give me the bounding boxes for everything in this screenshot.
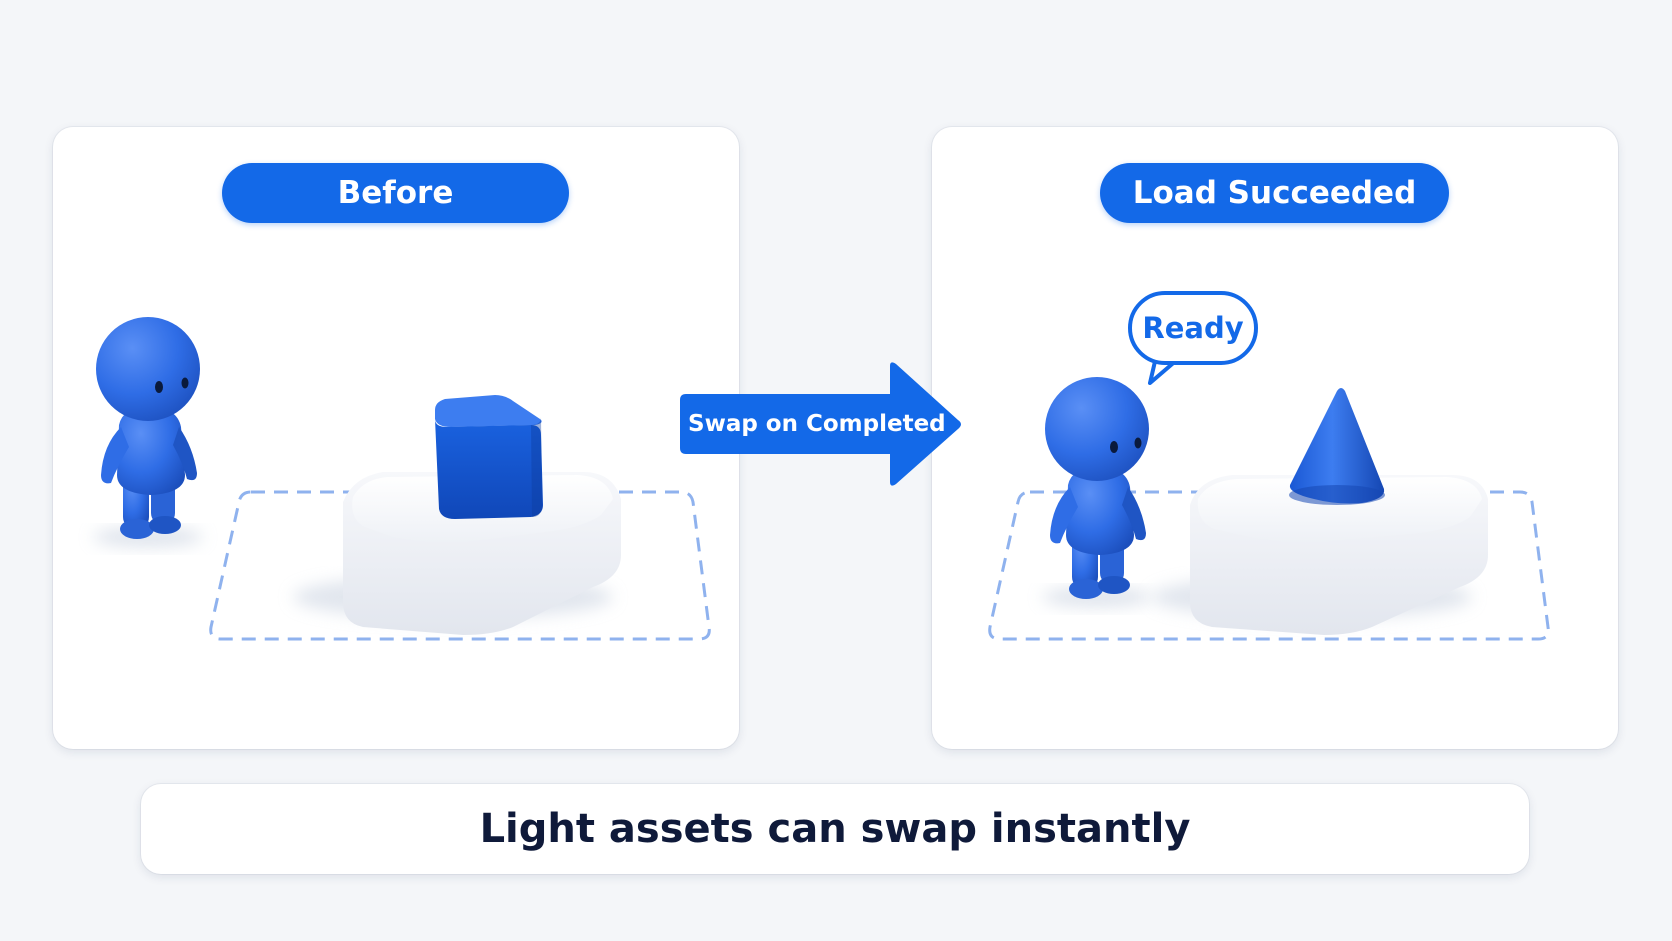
character-figure	[1042, 377, 1152, 607]
platform	[1190, 475, 1488, 635]
before-panel: Before	[53, 127, 739, 749]
caption-banner: Light assets can swap instantly	[141, 784, 1529, 874]
drop-zone-outline	[988, 490, 1550, 641]
cube-object	[435, 395, 543, 519]
before-scene	[93, 317, 711, 641]
cone-object	[1289, 388, 1385, 505]
swap-arrow-label: Swap on Completed	[688, 411, 946, 437]
arrow-right-icon	[680, 362, 961, 486]
character-figure	[93, 317, 203, 547]
load-succeeded-label: Load Succeeded	[1100, 163, 1449, 223]
swap-arrow: Swap on Completed	[676, 358, 966, 488]
before-label: Before	[222, 163, 569, 223]
caption-text: Light assets can swap instantly	[479, 806, 1191, 852]
after-scene	[988, 355, 1550, 641]
drop-zone-outline	[209, 490, 711, 641]
after-panel: Load Succeeded Ready	[932, 127, 1618, 749]
ready-speech-bubble: Ready	[1128, 291, 1258, 365]
